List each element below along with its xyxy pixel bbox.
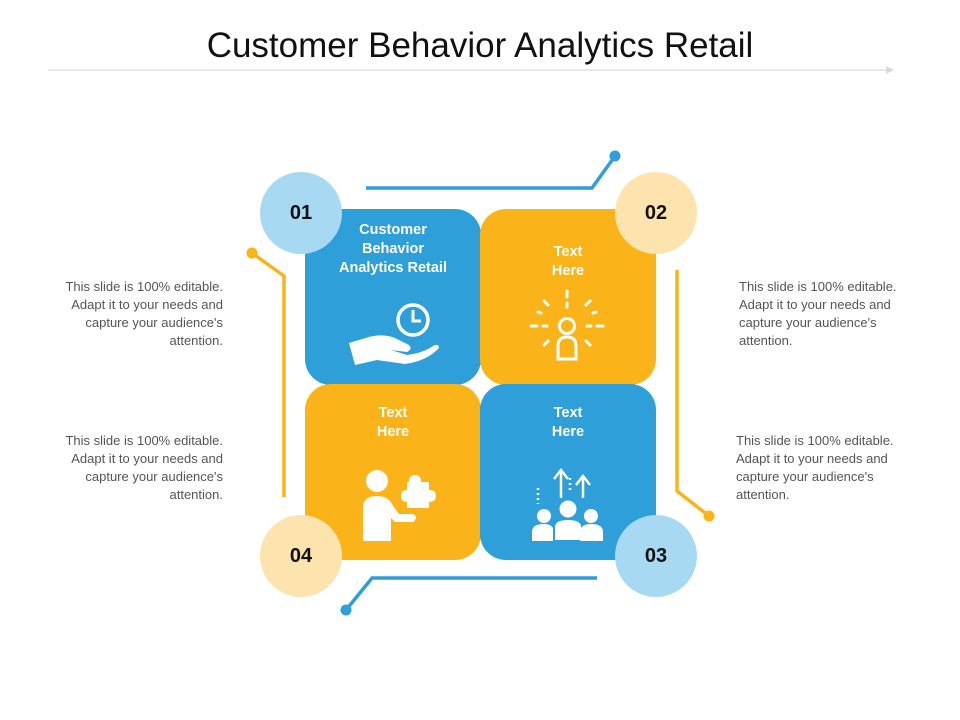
tile-02-label: Text Here (551, 244, 585, 279)
team-growth-icon (532, 467, 603, 542)
person-idea-icon (529, 289, 605, 361)
slide-title: Customer Behavior Analytics Retail (206, 26, 754, 65)
badge-04: 04 (260, 515, 342, 597)
tile-04: Text Here (305, 384, 481, 560)
description-01: This slide is 100% editable. Adapt it to… (65, 279, 223, 348)
tile-01: Customer Behavior Analytics Retail (305, 209, 481, 385)
description-03: This slide is 100% editable. Adapt it to… (736, 433, 894, 502)
badge-01: 01 (260, 172, 342, 254)
tile-04-label: Text Here (376, 405, 410, 440)
hand-clock-icon (349, 303, 439, 365)
person-puzzle-icon (363, 470, 436, 541)
tile-03-label: Text Here (551, 405, 585, 440)
badge-02: 02 (615, 172, 697, 254)
description-02: This slide is 100% editable. Adapt it to… (739, 279, 897, 348)
description-04: This slide is 100% editable. Adapt it to… (65, 433, 223, 502)
badge-03: 03 (615, 515, 697, 597)
tile-01-label: Customer Behavior Analytics Retail (339, 222, 447, 276)
